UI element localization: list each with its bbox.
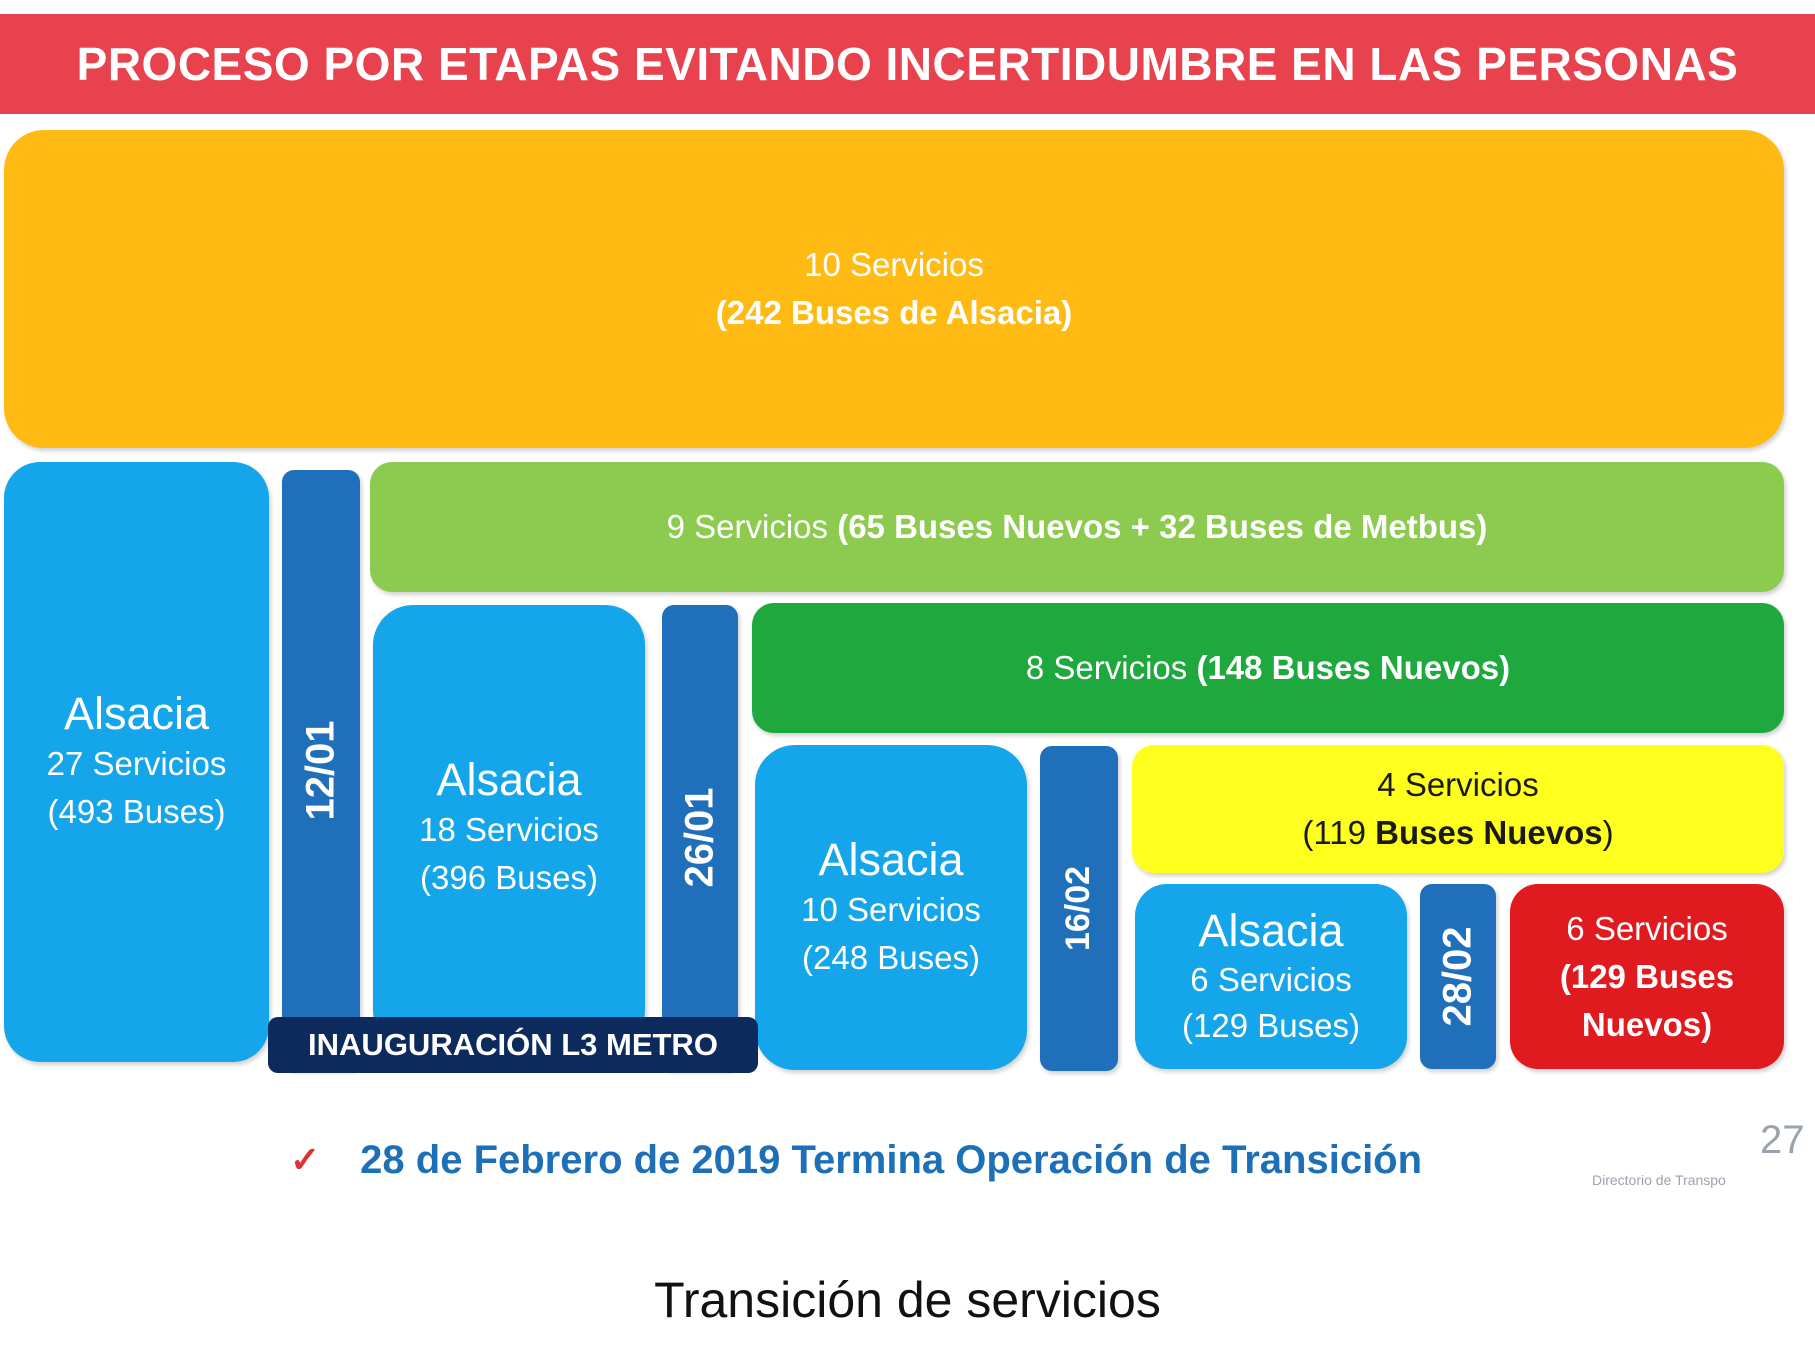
green-services-buses: (148 Buses Nuevos) xyxy=(1196,649,1511,686)
alsacia-4-buses: (129 Buses) xyxy=(1182,1006,1360,1044)
date-bar-3: 16/02 xyxy=(1040,746,1118,1071)
red-services-block: 6 Servicios (129 Buses Nuevos) xyxy=(1510,884,1784,1069)
light-green-services-count: 9 Servicios xyxy=(666,508,838,545)
yellow-services-row: 4 Servicios (119 Buses Nuevos) xyxy=(1132,745,1784,873)
yellow-buses-close: ) xyxy=(1602,814,1614,851)
light-green-services-row: 9 Servicios (65 Buses Nuevos + 32 Buses … xyxy=(370,462,1784,592)
date-1-label: 12/01 xyxy=(298,719,343,821)
date-bar-1: 12/01 xyxy=(282,470,360,1070)
directorio-label: Directorio de Transpo xyxy=(1592,1172,1726,1188)
check-icon: ✓ xyxy=(290,1139,321,1180)
inauguration-banner: INAUGURACIÓN L3 METRO xyxy=(268,1017,758,1073)
alsacia-3-title: Alsacia xyxy=(818,833,964,885)
alsacia-1-buses: (493 Buses) xyxy=(47,793,226,830)
alsacia-4-title: Alsacia xyxy=(1198,904,1344,956)
alsacia-2-services: 18 Servicios xyxy=(419,810,599,848)
header-bar: PROCESO POR ETAPAS EVITANDO INCERTIDUMBR… xyxy=(0,14,1815,114)
orange-services-block: 10 Servicios (242 Buses de Alsacia) xyxy=(4,130,1784,448)
date-bar-2: 26/01 xyxy=(662,605,738,1070)
alsacia-block-4: Alsacia 6 Servicios (129 Buses) xyxy=(1135,884,1407,1069)
date-3-label: 16/02 xyxy=(1059,865,1098,952)
red-services-count: 6 Servicios xyxy=(1566,909,1728,947)
yellow-buses-number: (119 xyxy=(1302,814,1376,851)
footer-text: 28 de Febrero de 2019 Termina Operación … xyxy=(360,1137,1423,1182)
green-services-row: 8 Servicios (148 Buses Nuevos) xyxy=(752,603,1784,733)
green-services-count: 8 Servicios xyxy=(1025,649,1197,686)
yellow-services-buses-line: (119 Buses Nuevos) xyxy=(1302,809,1613,857)
page-number: 27 xyxy=(1760,1118,1805,1162)
alsacia-block-3: Alsacia 10 Servicios (248 Buses) xyxy=(755,745,1027,1070)
orange-services-buses: (242 Buses de Alsacia) xyxy=(715,294,1073,331)
footer-note: ✓ 28 de Febrero de 2019 Termina Operació… xyxy=(290,1130,1422,1190)
alsacia-block-1: Alsacia 27 Servicios (493 Buses) xyxy=(4,462,269,1062)
alsacia-3-buses: (248 Buses) xyxy=(802,938,980,976)
alsacia-1-title: Alsacia xyxy=(63,688,210,739)
caption-text: Transición de servicios xyxy=(654,1272,1161,1328)
yellow-buses-label: Buses Nuevos xyxy=(1375,814,1603,851)
alsacia-2-title: Alsacia xyxy=(436,753,582,805)
light-green-services-buses: (65 Buses Nuevos + 32 Buses de Metbus) xyxy=(837,508,1488,545)
red-services-buses-end: Nuevos) xyxy=(1581,1005,1713,1043)
date-2-label: 26/01 xyxy=(677,787,722,888)
image-caption: Transición de servicios xyxy=(0,1270,1815,1330)
date-4-label: 28/02 xyxy=(1435,926,1480,1027)
red-services-buses: (129 Buses xyxy=(1559,957,1735,995)
alsacia-2-buses: (396 Buses) xyxy=(420,858,598,896)
alsacia-1-services: 27 Servicios xyxy=(46,745,227,782)
orange-services-count: 10 Servicios xyxy=(804,246,984,283)
alsacia-block-2: Alsacia 18 Servicios (396 Buses) xyxy=(373,605,645,1050)
alsacia-3-services: 10 Servicios xyxy=(801,890,981,928)
date-bar-4: 28/02 xyxy=(1420,884,1496,1069)
inauguration-label: INAUGURACIÓN L3 METRO xyxy=(308,1027,718,1062)
alsacia-4-services: 6 Servicios xyxy=(1190,960,1352,998)
header-title: PROCESO POR ETAPAS EVITANDO INCERTIDUMBR… xyxy=(76,38,1739,90)
yellow-services-count: 4 Servicios xyxy=(1377,766,1539,803)
